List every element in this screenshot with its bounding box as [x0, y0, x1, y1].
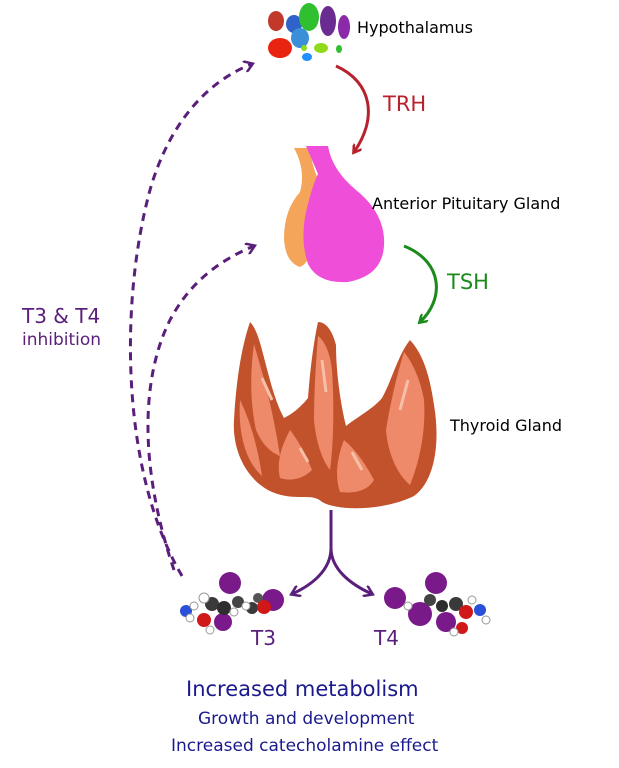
t4-label: T4	[374, 626, 399, 650]
tsh-arrow	[403, 244, 438, 322]
t4-molecule	[384, 572, 491, 637]
t3-molecule	[180, 572, 284, 635]
trh-arrow	[335, 64, 370, 152]
tsh-label: TSH	[447, 270, 489, 294]
pituitary-graphic	[284, 146, 385, 283]
t3-label: T3	[251, 626, 276, 650]
feedback-title: T3 & T4	[22, 304, 101, 328]
pituitary-label: Anterior Pituitary Gland	[372, 194, 561, 213]
feedback-subtitle: inhibition	[22, 330, 102, 350]
effect-main: Increased metabolism	[186, 677, 419, 701]
effect-catecholamine: Increased catecholamine effect	[171, 736, 439, 756]
effect-growth: Growth and development	[198, 709, 415, 729]
thyroid-output-arrows	[292, 510, 372, 594]
hypothalamus-label: Hypothalamus	[357, 18, 473, 37]
feedback-arrow-hypothalamus	[128, 64, 252, 577]
feedback-arrow-pituitary	[146, 246, 254, 571]
thyroid-label: Thyroid Gland	[450, 416, 563, 435]
trh-label: TRH	[383, 92, 427, 116]
hypothalamus-graphic	[268, 3, 350, 61]
thyroid-graphic	[233, 322, 437, 509]
